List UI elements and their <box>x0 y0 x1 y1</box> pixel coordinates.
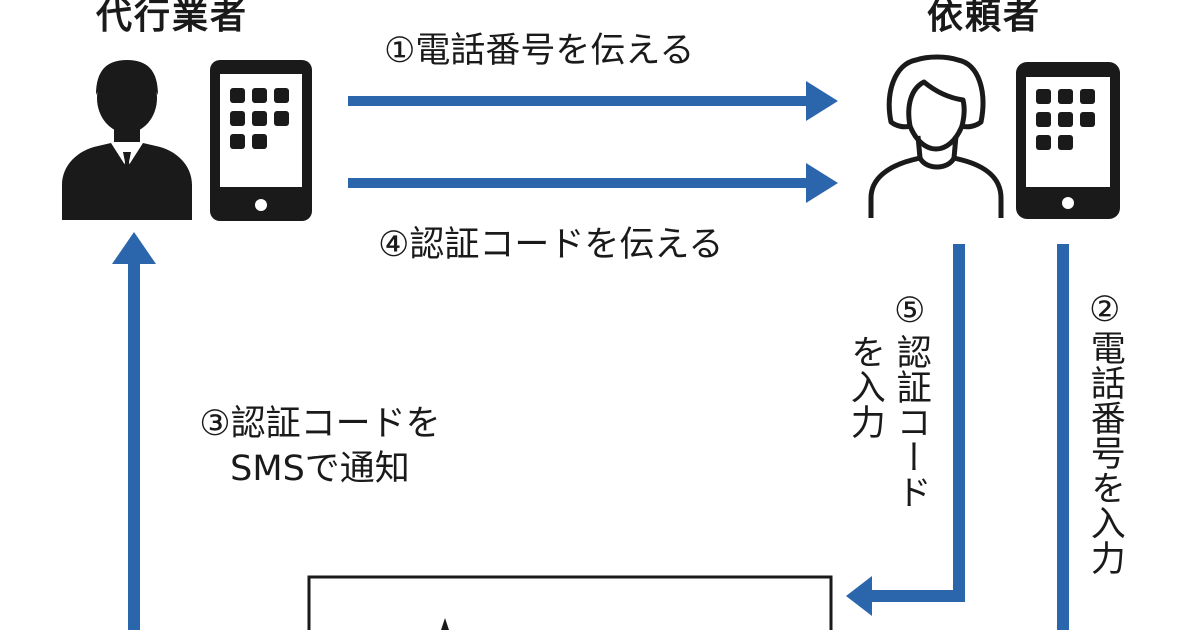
step5-col1: 認証コード <box>890 334 931 509</box>
arrow-step1 <box>348 81 838 121</box>
step2-label: ②電話番号を入力 <box>1084 290 1125 575</box>
step3-line2: SMSで通知 <box>230 449 410 489</box>
businessman-icon <box>62 60 192 220</box>
arrow-step4 <box>348 163 838 203</box>
arrow-step3 <box>112 232 156 630</box>
step3-line1: ③認証コードを <box>199 404 441 444</box>
smartphone-icon <box>1016 62 1120 219</box>
smartphone-icon <box>210 60 312 221</box>
step5-col2: を入力 <box>844 334 885 439</box>
step5-number: ⑤ <box>894 291 926 331</box>
service-box <box>307 575 833 630</box>
arrow-step5 <box>846 244 965 616</box>
woman-icon <box>868 54 1004 218</box>
arrow-step2 <box>1057 244 1069 630</box>
agent-title: 代行業者 <box>96 0 249 37</box>
requester-title: 依頼者 <box>927 0 1042 37</box>
step1-label: ①電話番号を伝える <box>384 31 695 71</box>
step4-label: ④認証コードを伝える <box>378 225 724 265</box>
step3-label: ③認証コードを SMSで通知 <box>170 402 470 492</box>
